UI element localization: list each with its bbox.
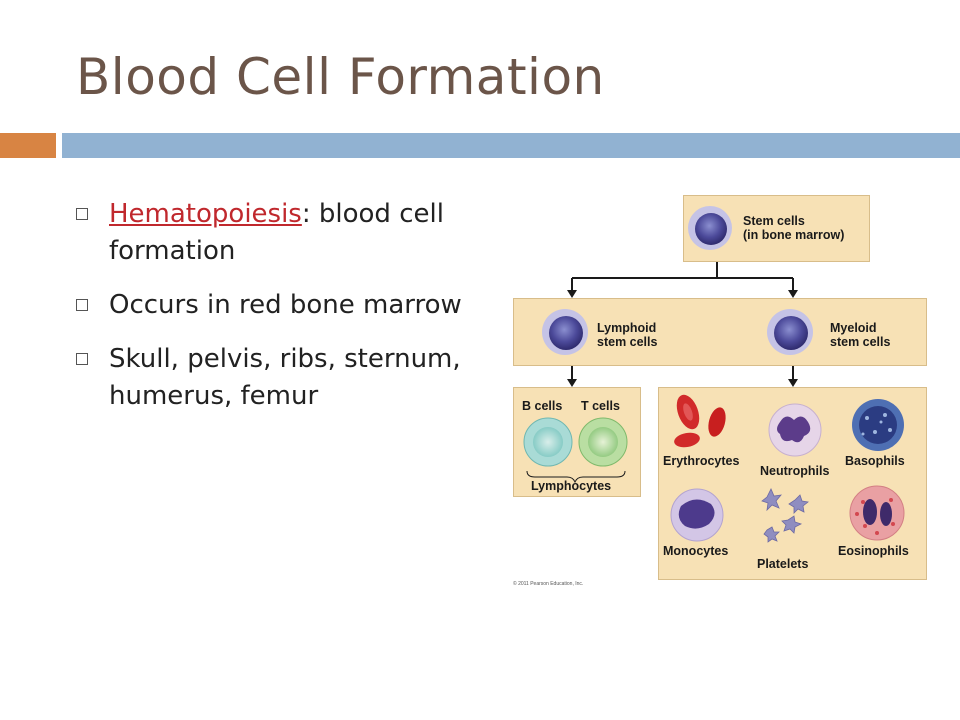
accent-bar-blue	[62, 133, 960, 158]
bullet-text: Occurs in red bone marrow	[109, 290, 462, 320]
bullet-text: Skull, pelvis, ribs, sternum, humerus, f…	[109, 344, 461, 411]
erythrocytes-label: Erythrocytes	[663, 454, 740, 468]
basophils-label: Basophils	[845, 454, 905, 468]
neutrophil-image	[768, 403, 822, 457]
erythrocyte-image	[674, 394, 726, 448]
b-cells-label: B cells	[522, 399, 563, 413]
monocyte-image	[670, 488, 724, 542]
basophil-image	[852, 399, 904, 451]
monocytes-label: Monocytes	[663, 544, 729, 558]
eosinophils-label: Eosinophils	[838, 544, 909, 558]
slide-title: Blood Cell Formation	[76, 48, 605, 106]
myeloid-stem-cells-label: Myeloid stem cells	[830, 321, 891, 349]
lymphoid-stem-cells-label: Lymphoid stem cells	[597, 321, 658, 349]
eosinophil-image	[849, 485, 905, 541]
bullet-item: Skull, pelvis, ribs, sternum, humerus, f…	[76, 341, 496, 415]
bullet-list: Hematopoiesis: blood cell formation Occu…	[76, 196, 496, 432]
square-bullet-icon	[76, 299, 88, 311]
t-cells-label: T cells	[581, 399, 620, 413]
copyright-note: © 2011 Pearson Education, Inc.	[513, 581, 584, 587]
hematopoiesis-link[interactable]: Hematopoiesis	[109, 199, 302, 229]
platelets-label: Platelets	[757, 557, 809, 571]
bullet-item: Hematopoiesis: blood cell formation	[76, 196, 496, 270]
bullet-item: Occurs in red bone marrow	[76, 287, 496, 324]
square-bullet-icon	[76, 353, 88, 365]
lymphocyte-bracket	[526, 470, 626, 484]
platelets-image	[761, 488, 809, 543]
lineage-arrows	[567, 262, 798, 387]
stem-cells-label: Stem cells (in bone marrow)	[743, 214, 845, 242]
accent-bar-orange	[0, 133, 56, 158]
neutrophils-label: Neutrophils	[760, 464, 830, 478]
cell-illustrations	[523, 206, 905, 543]
square-bullet-icon	[76, 208, 88, 220]
lymphocytes-label: Lymphocytes	[531, 479, 612, 493]
blood-cell-diagram: Stem cells (in bone marrow) Lymphoid ste…	[505, 190, 935, 590]
bullet-text: : blood cell formation	[109, 199, 444, 266]
